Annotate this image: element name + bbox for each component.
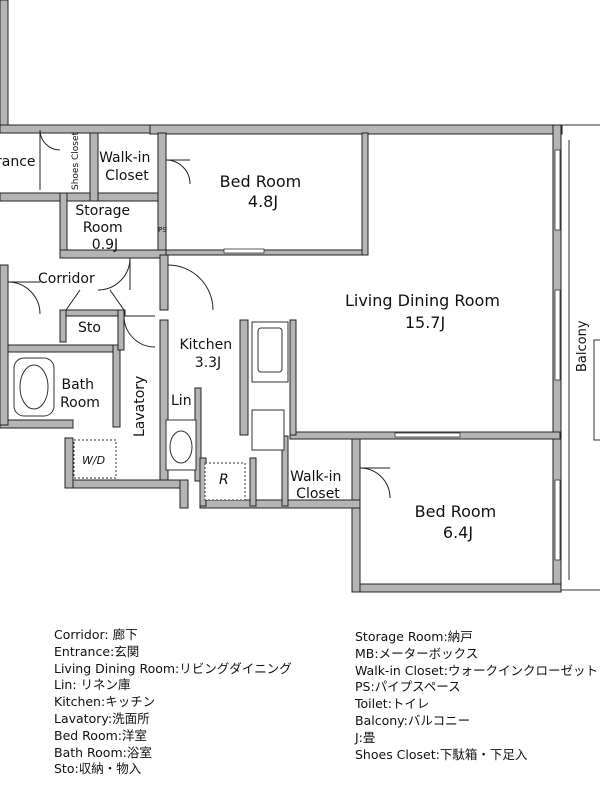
label-shoes-closet: Shoes Closet: [71, 131, 81, 190]
label-ps: PS: [158, 226, 167, 234]
floor-plan: rance Shoes Closet Walk-in Closet Bed Ro…: [0, 0, 600, 593]
label-kitchen: Kitchen 3.3J: [179, 337, 236, 371]
legend-item: Living Dining Room:リビングダイニング: [54, 660, 292, 676]
label-walkin-closet-1: Walk-in Closet: [99, 150, 155, 184]
legend-item: MB:メーターボックス: [355, 645, 479, 661]
label-entrance: rance: [0, 154, 36, 170]
label-living-dining-room: Living Dining Room 15.7J: [345, 291, 505, 332]
label-balcony: Balcony: [575, 320, 590, 372]
legend-item: Bath Room:浴室: [54, 744, 152, 760]
legend-item: J:畳: [355, 729, 376, 745]
legend-item: Corridor: 廊下: [54, 627, 138, 642]
label-bed-room-2: Bed Room 6.4J: [415, 502, 502, 542]
label-lavatory: Lavatory: [132, 376, 148, 437]
label-lin: Lin: [171, 393, 192, 409]
legend-item: Sto:収納・物入: [54, 761, 142, 777]
label-wd: W/D: [82, 454, 105, 467]
label-corridor: Corridor: [38, 271, 95, 287]
label-bed-room-1: Bed Room 4.8J: [220, 172, 307, 211]
legend-item: Balcony:バルコニー: [355, 712, 471, 728]
legend-left: Corridor: 廊下 Entrance:玄関 Living Dining R…: [54, 627, 292, 778]
legend-item: Shoes Closet:下駄箱・下足入: [355, 746, 528, 762]
legend-right: Storage Room:納戸 MB:メーターボックス Walk-in Clos…: [355, 629, 598, 763]
legend-item: Lin: リネン庫: [54, 677, 131, 693]
legend-item: Walk-in Closet:ウォークインクローゼット: [355, 662, 598, 678]
windows: [223, 149, 561, 561]
label-storage-room: Storage Room 0.9J: [75, 203, 134, 253]
legend-item: Kitchen:キッチン: [54, 694, 156, 710]
legend-item: PS:パイプスペース: [355, 679, 461, 695]
label-bath-room: Bath Room: [60, 377, 100, 411]
doors: [7, 129, 391, 499]
fixtures: [13, 321, 289, 501]
legend-item: Storage Room:納戸: [355, 629, 473, 644]
label-walkin-closet-2: Walk-in Closet: [290, 469, 346, 502]
legend-item: Toilet:トイレ: [355, 696, 430, 712]
legend-item: Bed Room:洋室: [54, 727, 147, 743]
legend-item: Lavatory:洗面所: [54, 710, 150, 726]
label-sto: Sto: [78, 320, 101, 336]
balcony: [561, 124, 600, 591]
label-refrigerator: R: [219, 472, 229, 488]
legend-item: Entrance:玄関: [54, 643, 140, 659]
